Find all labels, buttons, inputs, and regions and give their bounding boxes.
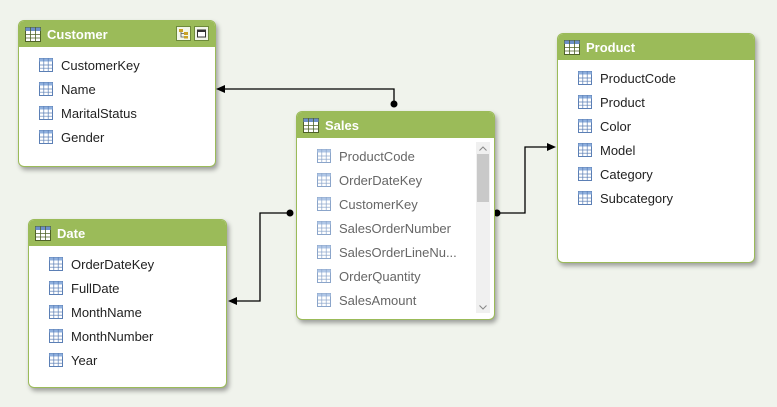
field-label: Color — [600, 118, 632, 134]
field-row[interactable]: Model — [578, 138, 754, 162]
relationship-sales-product[interactable] — [493, 143, 557, 217]
column-field-icon — [578, 191, 592, 205]
table-header[interactable]: Product — [558, 34, 754, 60]
field-row[interactable]: Product — [578, 90, 754, 114]
table-title: Sales — [325, 117, 359, 133]
field-label: Category — [600, 166, 653, 182]
column-field-icon — [49, 305, 63, 319]
table-title: Product — [586, 39, 636, 55]
field-row[interactable]: Name — [39, 77, 215, 101]
field-label: Year — [71, 352, 98, 368]
column-field-icon — [49, 257, 63, 271]
field-label: MonthName — [71, 304, 142, 320]
field-row[interactable]: SalesOrderNumber — [317, 216, 494, 240]
field-label: ProductCode — [339, 148, 415, 164]
field-row[interactable]: SalesOrderLineNu... — [317, 240, 494, 264]
field-row[interactable]: CustomerKey — [39, 53, 215, 77]
field-label: MonthNumber — [71, 328, 154, 344]
field-label: Model — [600, 142, 636, 158]
field-row[interactable]: Color — [578, 114, 754, 138]
scroll-up-icon[interactable] — [476, 142, 490, 154]
column-field-icon — [49, 329, 63, 343]
table-date[interactable]: Date OrderDateKey FullDate MonthName Mon… — [28, 219, 227, 388]
table-grid-icon — [25, 26, 41, 42]
field-label: MaritalStatus — [61, 105, 137, 121]
field-label: Product — [600, 94, 645, 110]
table-header[interactable]: Date — [29, 220, 226, 246]
column-field-icon — [39, 82, 53, 96]
field-row[interactable]: MonthNumber — [49, 324, 226, 348]
field-row[interactable]: Subcategory — [578, 186, 754, 210]
column-field-icon — [39, 58, 53, 72]
table-grid-icon — [564, 39, 580, 55]
column-field-icon — [317, 293, 331, 307]
vertical-scrollbar[interactable] — [476, 142, 490, 313]
field-label: Name — [61, 81, 96, 97]
field-label: SalesOrderNumber — [339, 220, 451, 236]
field-label: OrderQuantity — [339, 268, 421, 284]
column-field-icon — [39, 106, 53, 120]
column-field-icon — [317, 245, 331, 259]
hierarchy-icon[interactable] — [176, 26, 191, 41]
field-label: OrderDateKey — [71, 256, 155, 272]
field-label: CustomerKey — [339, 196, 418, 212]
field-row[interactable]: CustomerKey — [317, 192, 494, 216]
column-field-icon — [317, 221, 331, 235]
field-row[interactable]: OrderDateKey — [49, 252, 226, 276]
column-field-icon — [317, 197, 331, 211]
column-field-icon — [49, 281, 63, 295]
table-header[interactable]: Customer — [19, 21, 215, 47]
field-row[interactable]: Year — [49, 348, 226, 372]
column-field-icon — [317, 269, 331, 283]
table-title: Date — [57, 225, 86, 241]
field-label: SalesOrderLineNu... — [339, 244, 457, 260]
relationship-sales-date[interactable] — [228, 209, 294, 306]
field-label: CustomerKey — [61, 57, 140, 73]
table-product[interactable]: Product ProductCode Product Color Model … — [557, 33, 755, 263]
table-sales[interactable]: Sales ProductCode OrderDateKey CustomerK… — [296, 111, 495, 320]
table-customer[interactable]: Customer CustomerKey Name MaritalStatus … — [18, 20, 216, 167]
column-field-icon — [578, 71, 592, 85]
column-field-icon — [578, 143, 592, 157]
field-row[interactable]: MaritalStatus — [39, 101, 215, 125]
field-row[interactable]: Category — [578, 162, 754, 186]
scroll-down-icon[interactable] — [476, 301, 490, 313]
field-row[interactable]: FullDate — [49, 276, 226, 300]
field-label: Gender — [61, 129, 105, 145]
column-field-icon — [578, 95, 592, 109]
field-label: SalesAmount — [339, 292, 417, 308]
column-field-icon — [578, 167, 592, 181]
field-row[interactable]: OrderQuantity — [317, 264, 494, 288]
field-row[interactable]: MonthName — [49, 300, 226, 324]
column-field-icon — [578, 119, 592, 133]
field-label: ProductCode — [600, 70, 676, 86]
column-field-icon — [317, 173, 331, 187]
table-title: Customer — [47, 26, 108, 42]
table-grid-icon — [35, 225, 51, 241]
column-field-icon — [49, 353, 63, 367]
field-row[interactable]: ProductCode — [317, 144, 494, 168]
field-row[interactable]: OrderDateKey — [317, 168, 494, 192]
field-row[interactable]: ProductCode — [578, 66, 754, 90]
field-label: FullDate — [71, 280, 120, 296]
table-grid-icon — [303, 117, 319, 133]
column-field-icon — [317, 149, 331, 163]
restore-icon[interactable] — [194, 26, 209, 41]
relationship-sales-customer[interactable] — [216, 85, 398, 108]
scroll-thumb[interactable] — [477, 154, 489, 202]
field-row[interactable]: SalesAmount — [317, 288, 494, 312]
column-field-icon — [39, 130, 53, 144]
field-row[interactable]: Gender — [39, 125, 215, 149]
field-label: OrderDateKey — [339, 172, 423, 188]
field-label: Subcategory — [600, 190, 673, 206]
table-header[interactable]: Sales — [297, 112, 494, 138]
